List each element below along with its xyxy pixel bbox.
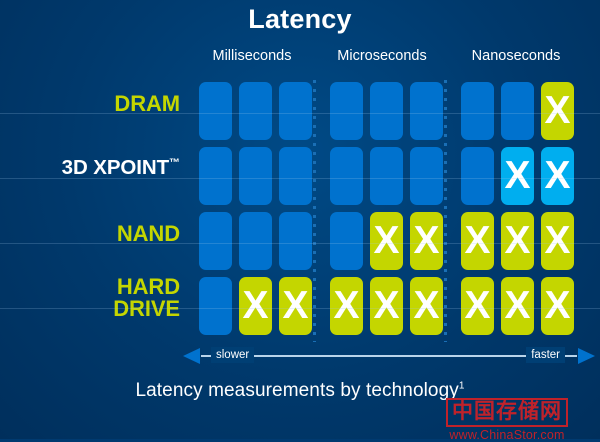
grid-cell-inactive <box>370 82 403 140</box>
grid-cell-inactive <box>199 147 232 205</box>
x-marker-icon: X <box>544 284 571 327</box>
scale-line <box>201 355 577 357</box>
grid-cell-active: X <box>461 277 494 335</box>
page-title: Latency <box>248 4 352 34</box>
grid-cell-active: X <box>330 277 363 335</box>
grid-cell-active: X <box>541 82 574 140</box>
grid-cell-inactive <box>330 82 363 140</box>
x-marker-icon: X <box>373 284 400 327</box>
grid-cell-active: X <box>541 212 574 270</box>
column-header-milliseconds: Milliseconds <box>212 48 292 64</box>
x-marker-icon: X <box>504 154 531 197</box>
row-label-hard-drive-line1: HARD <box>116 274 180 299</box>
grid-cell-inactive <box>410 82 443 140</box>
grid-cell-active: X <box>410 212 443 270</box>
group-separator-2 <box>444 80 447 342</box>
grid-cell-active: X <box>541 147 574 205</box>
x-marker-icon: X <box>413 219 440 262</box>
x-marker-icon: X <box>544 219 571 262</box>
grid-cell-inactive <box>199 82 232 140</box>
x-marker-icon: X <box>282 284 309 327</box>
trademark-icon: ™ <box>169 157 180 170</box>
caption-footnote: 1 <box>458 380 465 392</box>
x-marker-icon: X <box>464 219 491 262</box>
scale-label-faster: faster <box>526 347 565 363</box>
grid-cell-inactive <box>330 147 363 205</box>
grid-cell-active: X <box>370 277 403 335</box>
grid-cell-inactive <box>239 82 272 140</box>
x-marker-icon: X <box>242 284 269 327</box>
x-marker-icon: X <box>504 219 531 262</box>
grid-cell-inactive <box>199 277 232 335</box>
grid-cell-active: X <box>501 212 534 270</box>
grid-cell-active: X <box>410 277 443 335</box>
grid-cell-active: X <box>279 277 312 335</box>
x-marker-icon: X <box>544 154 571 197</box>
grid-cell-inactive <box>279 212 312 270</box>
row-label-3d-xpoint: 3D XPOINT™ <box>0 156 180 179</box>
caption-text: Latency measurements by technology <box>135 380 459 401</box>
grid-cell-inactive <box>239 147 272 205</box>
grid-cell-active: X <box>461 212 494 270</box>
grid-cell-active: X <box>501 147 534 205</box>
x-marker-icon: X <box>504 284 531 327</box>
caption: Latency measurements by technology1 <box>0 380 600 402</box>
grid-cell-active: X <box>501 277 534 335</box>
x-marker-icon: X <box>464 284 491 327</box>
x-marker-icon: X <box>544 89 571 132</box>
x-marker-icon: X <box>333 284 360 327</box>
grid-cell-inactive <box>501 82 534 140</box>
grid-row-dram: X <box>199 80 579 145</box>
grid-cell-inactive <box>410 147 443 205</box>
arrow-right-icon <box>578 348 595 364</box>
scale-label-slower: slower <box>211 347 255 363</box>
grid-cell-active: X <box>541 277 574 335</box>
row-label-hard-drive: HARD DRIVE <box>0 274 180 322</box>
grid-cell-inactive <box>330 212 363 270</box>
grid-cell-inactive <box>279 147 312 205</box>
grid-cell-inactive <box>461 82 494 140</box>
row-label-column: DRAM 3D XPOINT™ NAND HARD DRIVE <box>0 80 190 342</box>
grid-cell-inactive <box>199 212 232 270</box>
row-label-nand: NAND <box>116 221 180 246</box>
row-label-3d-xpoint-text: 3D XPOINT <box>61 156 169 179</box>
watermark-url: www.ChinaStor.com <box>449 427 565 442</box>
column-header-microseconds: Microseconds <box>337 48 427 64</box>
grid-cell-inactive <box>239 212 272 270</box>
grid-cell-inactive <box>461 147 494 205</box>
grid-cell-inactive <box>370 147 403 205</box>
grid-cell-active: X <box>239 277 272 335</box>
watermark-chinese-text: 中国存储网 <box>446 398 568 427</box>
row-label-dram: DRAM <box>114 91 180 116</box>
speed-scale-bar: slower faster <box>183 346 595 366</box>
x-marker-icon: X <box>373 219 400 262</box>
group-separator-1 <box>313 80 316 342</box>
column-header-nanoseconds: Nanoseconds <box>471 48 561 64</box>
grid-cell-active: X <box>370 212 403 270</box>
row-label-hard-drive-line2: DRIVE <box>113 296 180 322</box>
arrow-left-icon <box>183 348 200 364</box>
watermark: 中国存储网 www.ChinaStor.com <box>422 398 592 442</box>
column-header-row: Milliseconds Microseconds Nanoseconds <box>197 48 577 68</box>
x-marker-icon: X <box>413 284 440 327</box>
grid-cell-inactive <box>279 82 312 140</box>
